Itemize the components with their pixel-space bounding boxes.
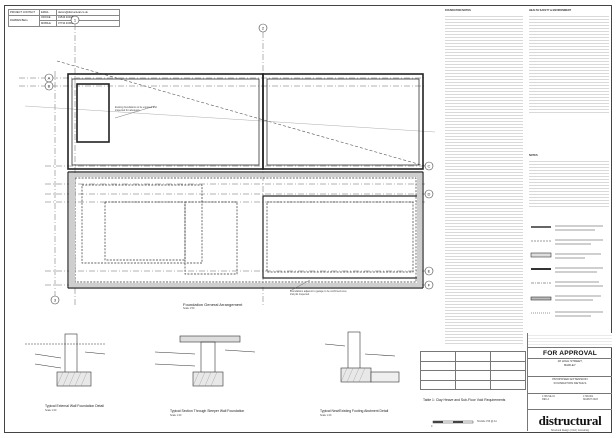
grid-label-two: 2 <box>262 26 265 31</box>
plan-title: Foundation General Arrangement <box>183 302 243 307</box>
safety-notes-title: HEALTH SAFETY & ENVIRONMENT <box>529 9 572 12</box>
company-tagline: Structural Design | Civil | Consulting <box>550 429 590 432</box>
project-line-1: PROPOSED EXTENSION <box>552 377 588 381</box>
scale-bar <box>432 420 474 424</box>
title-block: FOR APPROVAL 18 HIGH STREET, BARLEY PROP… <box>527 333 612 432</box>
job-number: 1728-001 <box>583 395 594 398</box>
drawing-number: 1728-SE-01 <box>542 395 555 398</box>
address-line-1: 18 HIGH STREET, <box>557 359 583 363</box>
detail-1-scale: Scale 1:20 <box>45 409 57 412</box>
detail-2-title: Typical Section Through Sleeper Wall Fou… <box>170 409 245 413</box>
general-notes: NOTES <box>529 154 609 214</box>
drawing-sheet: PROJECT CONTACT EMAIL darren@distructura… <box>4 5 612 433</box>
detail-3-title: Typical New/Existing Footing Abutment De… <box>320 409 389 413</box>
grid-label-c: C <box>428 164 431 169</box>
detail-1-title: Typical External Wall Foundation Detail <box>45 404 104 408</box>
drawing-date: MARCH 2023 <box>583 398 598 402</box>
grid-label-three: 3 <box>54 298 57 303</box>
safety-notes: HEALTH SAFETY & ENVIRONMENT <box>529 9 609 124</box>
revision: REV A <box>542 398 550 402</box>
general-notes-title: NOTES <box>529 154 538 157</box>
project-line-2: FOUNDATION DETAILS <box>553 380 587 385</box>
contact-name: DARREN BELL <box>8 14 40 27</box>
grid-label-a: A <box>48 76 51 81</box>
status-title: FOR APPROVAL <box>542 350 598 357</box>
foundation-plan-drawing: A B 1 2 C D E F 3 <box>19 15 436 306</box>
plan-annotation-bottom: Foundations adjacent to garage to be con… <box>290 290 347 297</box>
scale-label: SCALE 1:50 @ A1 <box>477 420 497 423</box>
company-logo: distructural <box>538 413 602 428</box>
grid-label-f: F <box>428 283 431 288</box>
heave-requirements-table <box>420 351 526 390</box>
detail-2-scale: Scale 1:20 <box>170 414 182 417</box>
plan-annotation-left: Existing foundations to be exposed and i… <box>115 106 157 113</box>
details-drawing <box>25 331 400 387</box>
grid-label-b: B <box>48 84 51 89</box>
legend <box>530 225 603 317</box>
project-contact-table: PROJECT CONTACT EMAIL darren@distructura… <box>8 9 120 27</box>
foundation-notes: FOUNDATION NOTES <box>445 9 523 349</box>
grid-label-one: 1 <box>74 18 77 23</box>
foundation-notes-title: FOUNDATION NOTES <box>445 9 471 12</box>
detail-4-title: Table 1: Clay Heave and Sub-Floor Void R… <box>423 398 506 402</box>
grid-label-e: E <box>428 269 431 274</box>
plan-scale: Scale 1:50 <box>183 307 195 310</box>
grid-label-d: D <box>428 192 431 197</box>
detail-3-scale: Scale 1:20 <box>320 414 332 417</box>
address-line-2: BARLEY <box>564 362 576 367</box>
scale-bar-zero: 0 <box>431 425 433 428</box>
mobile-value: 07734 460689 <box>56 20 120 27</box>
